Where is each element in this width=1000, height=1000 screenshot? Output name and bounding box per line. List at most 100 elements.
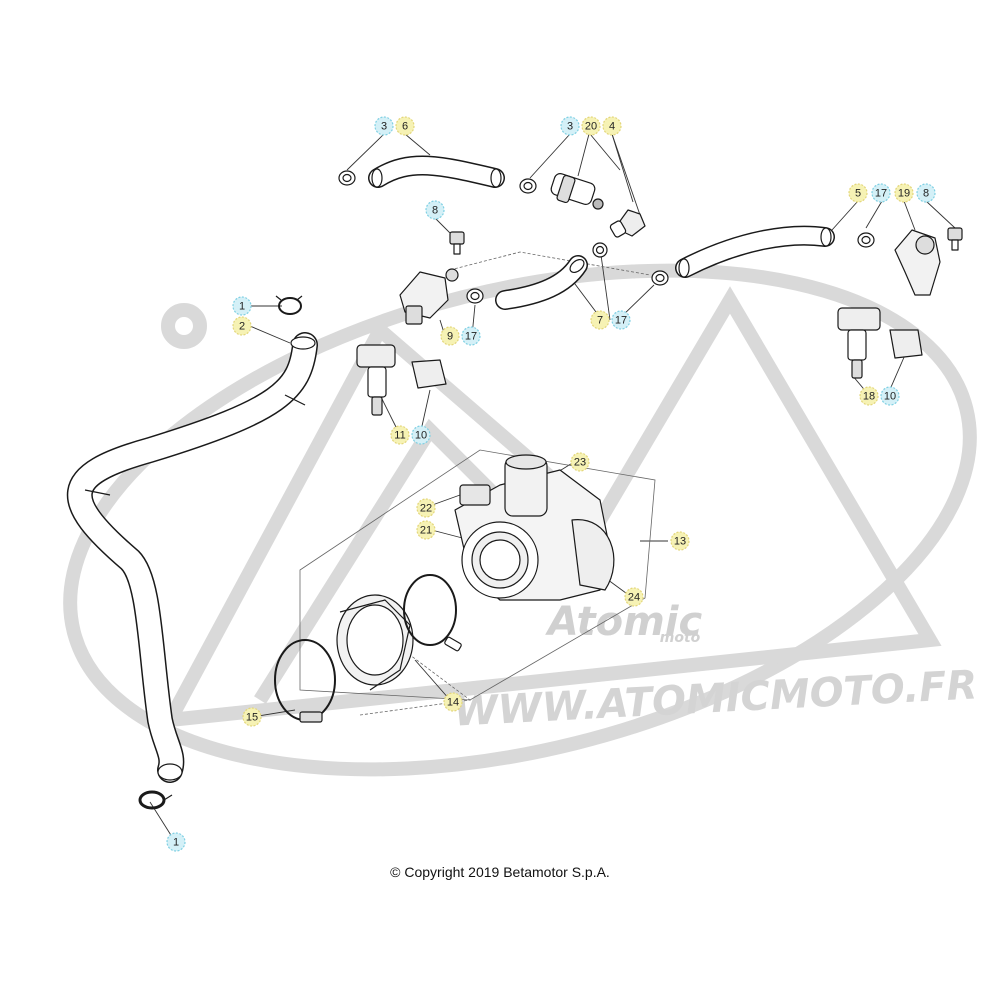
hose-end-bottom (157, 763, 183, 781)
callout-circle (894, 183, 914, 203)
hose-clip-icon (138, 790, 173, 810)
callout-number: 7 (597, 315, 603, 327)
callout-23: 23 (570, 452, 590, 472)
callout-17: 17 (871, 183, 891, 203)
callout-number: 5 (855, 188, 861, 200)
callout-circle (443, 692, 463, 712)
callout-number: 3 (567, 121, 573, 133)
callout-number: 6 (402, 121, 408, 133)
fuel-fitting-4 (609, 209, 646, 238)
fuel-injector-18 (837, 307, 881, 379)
throttle-body-13 (454, 454, 615, 601)
callout-number: 4 (609, 121, 615, 133)
callout-circle (871, 183, 891, 203)
callout-circle (880, 386, 900, 406)
callout-circle (611, 310, 631, 330)
watermark-orbit (63, 263, 977, 777)
throttle-cam-24 (571, 519, 615, 591)
callout-18: 18 (859, 386, 879, 406)
assembly-outline (299, 251, 656, 716)
intake-manifold-14 (336, 594, 414, 691)
fuel-hose-5 (675, 225, 835, 278)
callout-1: 1 (232, 296, 252, 316)
callout-8: 8 (916, 183, 936, 203)
clamp-icon (592, 242, 608, 258)
callout-9: 9 (440, 326, 460, 346)
callout-8: 8 (425, 200, 445, 220)
callout-number: 3 (381, 121, 387, 133)
callout-21: 21 (416, 520, 436, 540)
watermark-url: WWW.ATOMICMOTO.FR (453, 662, 979, 735)
callout-7: 7 (590, 310, 610, 330)
callout-number: 14 (447, 697, 459, 709)
fuel-hose-7 (495, 255, 588, 310)
parts (66, 155, 963, 810)
callout-number: 17 (615, 315, 627, 327)
callout-number: 22 (420, 503, 432, 515)
screw-icon (947, 227, 963, 251)
callout-badges: 3 6 3 20 4 5 17 19 8 8 1 2 9 17 7 17 11 10 18 10 23 22 21 13 24 1… (166, 116, 936, 852)
callout-2: 2 (232, 316, 252, 336)
hose-clamp-15-icon (274, 639, 336, 723)
callout-number: 21 (420, 525, 432, 537)
watermark-dot (161, 303, 207, 349)
callout-1: 1 (166, 832, 186, 852)
callout-number: 8 (432, 205, 438, 217)
callout-circle (848, 183, 868, 203)
callout-6: 6 (395, 116, 415, 136)
callout-circle (590, 310, 610, 330)
callout-22: 22 (416, 498, 436, 518)
callout-10: 10 (411, 425, 431, 445)
pressure-sensor-9 (399, 268, 459, 325)
fuel-hose-6 (368, 155, 505, 188)
callout-circle (425, 200, 445, 220)
copyright-notice: © Copyright 2019 Betamotor S.p.A. (390, 864, 610, 880)
callout-number: 13 (674, 536, 686, 548)
injector-connector-10 (889, 329, 923, 359)
callout-19: 19 (894, 183, 914, 203)
fuel-injector-11 (356, 344, 396, 416)
callout-number: 24 (628, 592, 640, 604)
callout-number: 2 (239, 321, 245, 333)
callout-circle (670, 531, 690, 551)
hose-end-top (290, 336, 316, 350)
callout-13: 13 (670, 531, 690, 551)
callout-circle (411, 425, 431, 445)
callout-circle (570, 452, 590, 472)
callout-number: 11 (394, 430, 405, 442)
callout-number: 20 (585, 121, 597, 133)
callout-number: 15 (246, 712, 258, 724)
callout-circle (560, 116, 580, 136)
callout-5: 5 (848, 183, 868, 203)
callout-circle (416, 498, 436, 518)
callout-17: 17 (461, 326, 481, 346)
hose-clamp-icon (403, 574, 462, 652)
callout-24: 24 (624, 587, 644, 607)
watermark-brand: Atomic (545, 599, 703, 645)
watermark-brand-sub: moto (660, 630, 701, 646)
callout-circle (624, 587, 644, 607)
callout-20: 20 (581, 116, 601, 136)
callout-number: 10 (415, 430, 427, 442)
clamp-icon (519, 178, 537, 194)
callout-circle (242, 707, 262, 727)
callout-number: 9 (447, 331, 453, 343)
callout-number: 10 (884, 391, 896, 403)
callout-circle (461, 326, 481, 346)
callout-circle (859, 386, 879, 406)
callout-circle (390, 425, 410, 445)
clamp-icon (338, 170, 356, 186)
fuel-fitting-19 (894, 229, 941, 296)
callout-number: 17 (875, 188, 887, 200)
callout-15: 15 (242, 707, 262, 727)
callout-circle (416, 520, 436, 540)
callout-number: 8 (923, 188, 929, 200)
callout-number: 23 (574, 457, 586, 469)
hose-clip-icon (275, 295, 303, 315)
tps-connector-22 (459, 484, 491, 506)
clamp-icon (466, 288, 484, 304)
callout-17: 17 (611, 310, 631, 330)
callout-number: 19 (898, 188, 910, 200)
callout-circle (602, 116, 622, 136)
